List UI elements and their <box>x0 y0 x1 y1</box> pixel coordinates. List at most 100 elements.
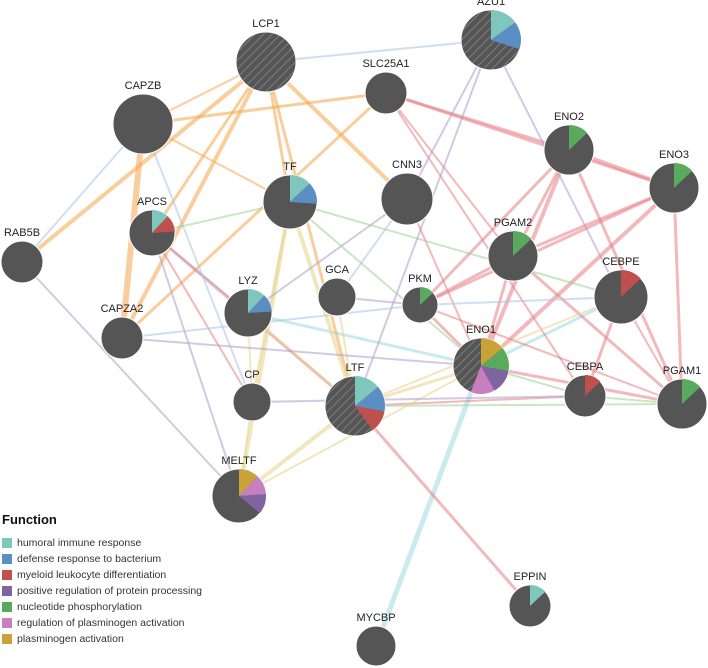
node-pgam2[interactable]: PGAM2 <box>487 217 539 282</box>
edge-azu1-ltf <box>354 39 492 407</box>
node-circle <box>380 172 434 226</box>
edge-eno3-pgam1 <box>672 186 684 406</box>
edge-ltf-eppin <box>353 404 532 608</box>
node-label: CNN3 <box>392 159 422 171</box>
node-slice-plasmin <box>481 338 503 366</box>
edge-slc25a1-capzb <box>141 91 388 126</box>
edge-apcs-cp <box>151 232 253 403</box>
node-label: ENO1 <box>466 324 496 336</box>
node-slice-myeloid <box>621 270 641 297</box>
node-slice-nucleotide <box>481 348 509 372</box>
edge-eno2-pkm <box>418 148 571 307</box>
node-label: SLC25A1 <box>362 58 409 70</box>
legend-label: humoral immune response <box>17 537 142 549</box>
node-slice-nucleotide <box>682 379 701 404</box>
node-label: CAPZB <box>125 80 162 92</box>
node-circle <box>0 240 44 284</box>
edge-pkm-pgam1 <box>419 304 683 405</box>
node-meltf[interactable]: MELTF <box>211 455 267 524</box>
node-slice-nucleotide <box>674 163 693 188</box>
node-slice-regplasmin <box>470 366 495 394</box>
node-eno3[interactable]: ENO3 <box>648 149 700 214</box>
node-label: CEBPE <box>602 256 639 268</box>
node-label: ENO2 <box>554 111 584 123</box>
node-slice-defense <box>248 295 272 313</box>
node-label: AZU1 <box>477 0 505 8</box>
node-slice-defense <box>290 183 317 204</box>
edge-lyz-eno1 <box>246 311 483 368</box>
legend-swatch <box>2 602 12 612</box>
node-label: LYZ <box>238 275 258 287</box>
node-lyz[interactable]: LYZ <box>223 275 273 338</box>
edge-lcp1-capza2 <box>120 60 268 340</box>
node-slice-protein <box>481 366 509 391</box>
node-label: CP <box>244 369 259 381</box>
node-azu1[interactable]: AZU1 <box>460 0 522 71</box>
legend-item-protein: positive regulation of protein processin… <box>2 583 202 599</box>
legend-swatch <box>2 570 12 580</box>
node-lcp1[interactable]: LCP1 <box>235 18 297 93</box>
legend-swatch <box>2 618 12 628</box>
edge-capza2-eno1 <box>121 337 482 367</box>
node-pkm[interactable]: PKM <box>401 273 439 324</box>
edge-apcs-meltf <box>151 232 240 497</box>
node-mycbp[interactable]: MYCBP <box>355 612 397 667</box>
node-eno1[interactable]: ENO1 <box>452 324 510 395</box>
edge-tf-cebpe <box>289 201 622 298</box>
node-capzb[interactable]: CAPZB <box>112 80 174 155</box>
node-slice-defense <box>355 386 386 412</box>
node-eno2[interactable]: ENO2 <box>543 111 595 176</box>
node-tf[interactable]: TF <box>262 161 318 230</box>
edge-lcp1-rab5b <box>20 60 268 264</box>
node-pgam1[interactable]: PGAM1 <box>656 365 708 430</box>
node-label: MYCBP <box>356 612 395 624</box>
edge-slc25a1-cebpa <box>385 92 586 397</box>
edge-tf-eno1 <box>289 201 482 367</box>
node-label: GCA <box>325 264 350 276</box>
node-slice-humoral <box>248 289 265 313</box>
node-slice-protein <box>239 494 267 514</box>
legend-label: myeloid leukocyte differentiation <box>17 569 167 581</box>
node-circle <box>112 93 174 155</box>
edge-lcp1-ltf <box>264 60 357 408</box>
legend-swatch <box>2 538 12 548</box>
edge-eno1-mycbp <box>373 363 484 649</box>
legend-item-humoral: humoral immune response <box>2 535 202 551</box>
edge-capza2-pkm <box>121 304 421 339</box>
node-rab5b[interactable]: RAB5B <box>0 227 44 284</box>
edge-ltf-pgam1 <box>354 403 683 407</box>
legend-item-defense: defense response to bacterium <box>2 551 202 567</box>
legend-swatch <box>2 586 12 596</box>
node-gca[interactable]: GCA <box>317 264 357 317</box>
node-label: PGAM2 <box>494 217 533 229</box>
node-slc25a1[interactable]: SLC25A1 <box>362 58 410 115</box>
node-ltf[interactable]: LTF <box>324 362 386 437</box>
node-label: ENO3 <box>659 149 689 161</box>
edge-cnn3-lyz <box>247 198 408 314</box>
node-cebpe[interactable]: CEBPE <box>593 256 649 325</box>
legend-swatch <box>2 634 12 644</box>
node-slice-regplasmin <box>239 476 266 496</box>
node-label: LCP1 <box>252 18 280 30</box>
edge-azu1-lcp1 <box>265 39 492 63</box>
node-capza2[interactable]: CAPZA2 <box>100 303 144 360</box>
legend-item-nucleotide: nucleotide phosphorylation <box>2 599 202 615</box>
edge-capzb-rab5b <box>21 123 144 263</box>
node-label: PKM <box>408 273 432 285</box>
edge-rab5b-meltf <box>21 261 240 497</box>
node-cebpa[interactable]: CEBPA <box>563 361 607 418</box>
node-label: RAB5B <box>4 227 40 239</box>
node-circle <box>232 382 272 422</box>
node-label: CEBPA <box>567 361 604 373</box>
node-apcs[interactable]: APCS <box>128 196 176 257</box>
node-eppin[interactable]: EPPIN <box>508 571 552 628</box>
edge-eno3-pkm <box>418 186 676 307</box>
legend-label: defense response to bacterium <box>17 553 162 565</box>
node-cnn3[interactable]: CNN3 <box>380 159 434 226</box>
node-circle <box>100 316 144 360</box>
node-slice-humoral <box>152 210 168 233</box>
node-label: TF <box>283 161 297 173</box>
node-cp[interactable]: CP <box>232 369 272 422</box>
